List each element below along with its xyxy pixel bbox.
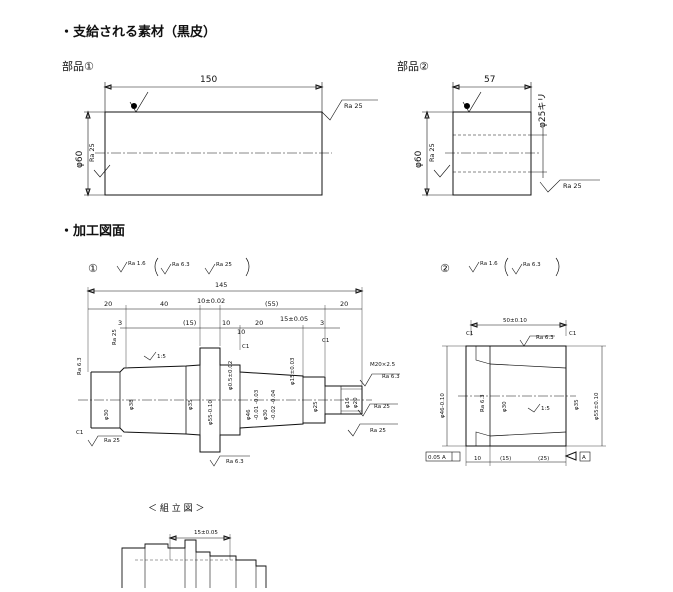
drawing1-thread: M20×2.5 xyxy=(370,362,396,368)
drawing1-dia-16: φ16 xyxy=(345,397,351,408)
part2-roughness-left: Ra 25 xyxy=(428,143,436,162)
part2-bore: φ25キリ xyxy=(538,93,548,128)
drawing1-taper: 1:5 xyxy=(157,354,166,360)
drawing1-overall-length: 145 xyxy=(215,281,227,289)
drawing2-seg-25: (25) xyxy=(538,456,549,462)
drawing1-ra25-top: Ra 25 xyxy=(112,329,118,345)
part1-label: 部品① xyxy=(62,59,94,73)
drawing2-ra63-inner: Ra 6.3 xyxy=(480,394,486,412)
drawing1-ra25-right2: Ra 25 xyxy=(370,428,386,434)
drawing2-dia-30: φ30 xyxy=(502,401,508,412)
drawing1-seg-15tol: 15±0.05 xyxy=(280,315,308,323)
drawing2-len-50: 50±0.10 xyxy=(503,318,527,324)
drawing1-seg-10a: 10 xyxy=(222,319,230,327)
drawing1-finish-b: Ra 25 xyxy=(216,262,232,268)
drawing1-ra25-right1: Ra 25 xyxy=(374,404,390,410)
assembly-dim: 15±0.05 xyxy=(194,530,218,536)
drawing1-shaft: ① Ra 1.6 Ra 6.3 Ra 25 145 20 40 10±0.02 … xyxy=(76,257,400,467)
drawing1-dia-55: φ55-0.10 xyxy=(208,400,214,425)
drawing1-dia-50: φ0.5±0.02 xyxy=(228,361,234,390)
drawing2-ra63-top: Ra 6.3 xyxy=(536,335,554,341)
drawing1-seg-20b: 20 xyxy=(340,300,348,308)
drawing2-dia-55: φ55±0.10 xyxy=(594,392,600,420)
drawing2-number: ② xyxy=(440,262,450,275)
part2-roughness-right: Ra 25 xyxy=(563,182,582,190)
drawing1-ra63-left: Ra 6.3 xyxy=(77,357,83,375)
part2-length: 57 xyxy=(484,75,495,85)
drawing1-dia-30: φ30 xyxy=(104,409,110,420)
drawing1-seg-20c: 20 xyxy=(255,319,263,327)
drawing2-c1-left: C1 xyxy=(466,331,473,337)
drawing1-chamfer-left: C1 xyxy=(76,430,83,436)
drawing1-finish-main: Ra 1.6 xyxy=(128,261,146,267)
part1-roughness-right: Ra 25 xyxy=(344,102,363,110)
drawing2-c1-right: C1 xyxy=(569,331,576,337)
drawing1-seg-15: (15) xyxy=(183,319,196,327)
drawing2-taper: 1:5 xyxy=(541,406,550,412)
drawing1-seg-3b: 3 xyxy=(320,319,324,327)
drawing1-dia-46tol: -0.01 -0.03 xyxy=(254,389,260,420)
drawing2-dia-35: φ35 xyxy=(574,399,580,410)
part2-diameter: φ60 xyxy=(414,150,424,168)
drawing1-chamfer-mid: C1 xyxy=(242,344,249,350)
drawing1-dia-15: φ15±0.03 xyxy=(290,357,296,385)
drawing2-finish-main: Ra 1.6 xyxy=(480,261,498,267)
drawing1-dia-30tol: -0.02 -0.04 xyxy=(271,389,277,420)
part1-diameter: φ60 xyxy=(75,150,85,168)
drawing2-seg-15: (15) xyxy=(500,456,511,462)
part2-raw-stock: 部品② 57 φ60 Ra 25 φ25キリ Ra 25 xyxy=(397,59,600,197)
drawing2-runout: 0.05 A xyxy=(428,455,446,461)
drawing1-dia-25: φ25 xyxy=(313,401,319,412)
drawing1-number: ① xyxy=(88,262,98,275)
drawing1-chamfer-right: C1 xyxy=(322,338,329,344)
drawing1-seg-55: (55) xyxy=(265,300,278,308)
assembly-drawing: ＜ 組 立 図 ＞ 15±0.05 xyxy=(121,502,267,588)
drawing1-dia-35: φ35 xyxy=(188,399,194,410)
drawing1-seg-3a: 3 xyxy=(118,319,122,327)
drawing1-seg-20a: 20 xyxy=(104,300,112,308)
drawing1-seg-40: 40 xyxy=(160,300,168,308)
drawing1-dia-46: φ46 xyxy=(246,409,252,420)
part2-label: 部品② xyxy=(397,59,429,73)
part1-length: 150 xyxy=(200,75,217,85)
heading-machining-drawing: ・加工図面 xyxy=(60,224,125,239)
drawing1-finish-a: Ra 6.3 xyxy=(172,262,190,268)
part1-roughness-left: Ra 25 xyxy=(88,143,96,162)
drawing1-dia-38: φ38 xyxy=(129,399,135,410)
drawing2-bushing: ② Ra 1.6 Ra 6.3 50±0.10 C1 C1 Ra 6.3 φ46… xyxy=(425,257,606,466)
drawing2-datum: A xyxy=(582,455,586,461)
drawing2-dia-46: φ46-0.10 xyxy=(440,393,446,418)
drawing1-ra25-bottom: Ra 25 xyxy=(104,438,120,444)
drawing2-finish-a: Ra 6.3 xyxy=(523,262,541,268)
drawing1-dia-20: φ20 xyxy=(353,397,359,408)
heading-supplied-material: ・支給される素材（黒皮） xyxy=(60,24,216,40)
drawing2-seg-10: 10 xyxy=(474,456,481,462)
drawing1-seg-10b: 10 xyxy=(237,328,245,336)
drawing1-dia-30b: φ30 xyxy=(263,409,269,420)
part1-raw-stock: 部品① 150 φ60 Ra 25 Ra 25 xyxy=(62,59,378,197)
assembly-title: ＜ 組 立 図 ＞ xyxy=(148,502,204,514)
drawing1-ra63-right: Ra 6.3 xyxy=(382,374,400,380)
drawing1-seg-tol: 10±0.02 xyxy=(197,297,225,305)
drawing1-ra63-bottom: Ra 6.3 xyxy=(226,459,244,465)
